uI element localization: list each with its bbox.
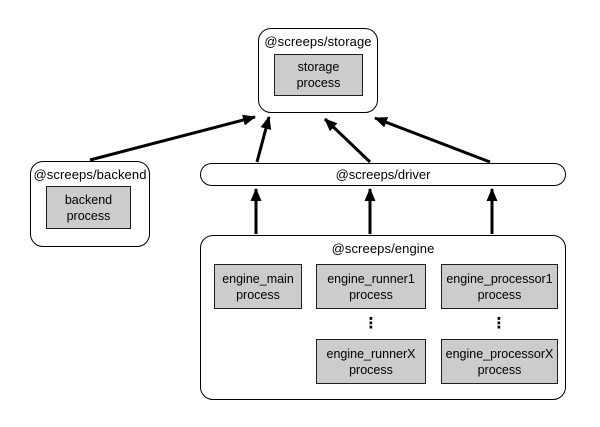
- arrow-driver-to-storage-1: [255, 116, 272, 163]
- process-type: process: [296, 76, 341, 90]
- node-screeps-storage: @screeps/storage storage process: [258, 28, 378, 113]
- engine-runner1-process-box: engine_runner1 process: [316, 264, 426, 309]
- process-name: engine_runnerX: [326, 346, 416, 361]
- node-storage-title: @screeps/storage: [264, 34, 372, 49]
- process-type: process: [349, 362, 393, 377]
- vertical-ellipsis-icon: ⋮: [363, 315, 379, 332]
- node-screeps-engine: @screeps/engine engine_main process engi…: [200, 235, 566, 400]
- process-name: backend: [64, 192, 113, 207]
- process-type: process: [477, 287, 522, 302]
- arrow-backend-to-storage: [89, 114, 256, 162]
- node-screeps-backend: @screeps/backend backend process: [30, 161, 150, 247]
- vertical-ellipsis-icon: ⋮: [491, 315, 507, 332]
- process-type: process: [66, 208, 111, 223]
- process-type: process: [477, 362, 522, 377]
- storage-process-box: storage process: [274, 54, 363, 96]
- engine-processorX-process-box: engine_processorX process: [441, 339, 558, 384]
- node-screeps-driver: @screeps/driver: [200, 163, 566, 186]
- arrow-driver-to-storage-3: [374, 116, 491, 164]
- process-name: engine_runner1: [327, 271, 415, 286]
- backend-process-box: backend process: [46, 186, 131, 229]
- node-engine-title: @screeps/engine: [331, 241, 435, 256]
- process-name: engine_processor1: [446, 271, 553, 286]
- process-name: engine_main: [222, 271, 294, 286]
- arrow-driver-to-storage-2: [323, 117, 372, 164]
- node-driver-title: @screeps/driver: [335, 167, 431, 182]
- process-name: engine_processorX: [445, 346, 554, 361]
- engine-main-process-box: engine_main process: [214, 264, 302, 309]
- process-type: process: [349, 287, 393, 302]
- node-backend-title: @screeps/backend: [33, 167, 147, 182]
- process-name: storage: [297, 60, 340, 74]
- engine-runnerX-process-box: engine_runnerX process: [316, 339, 426, 384]
- engine-processor1-process-box: engine_processor1 process: [441, 264, 558, 309]
- process-type: process: [236, 287, 280, 302]
